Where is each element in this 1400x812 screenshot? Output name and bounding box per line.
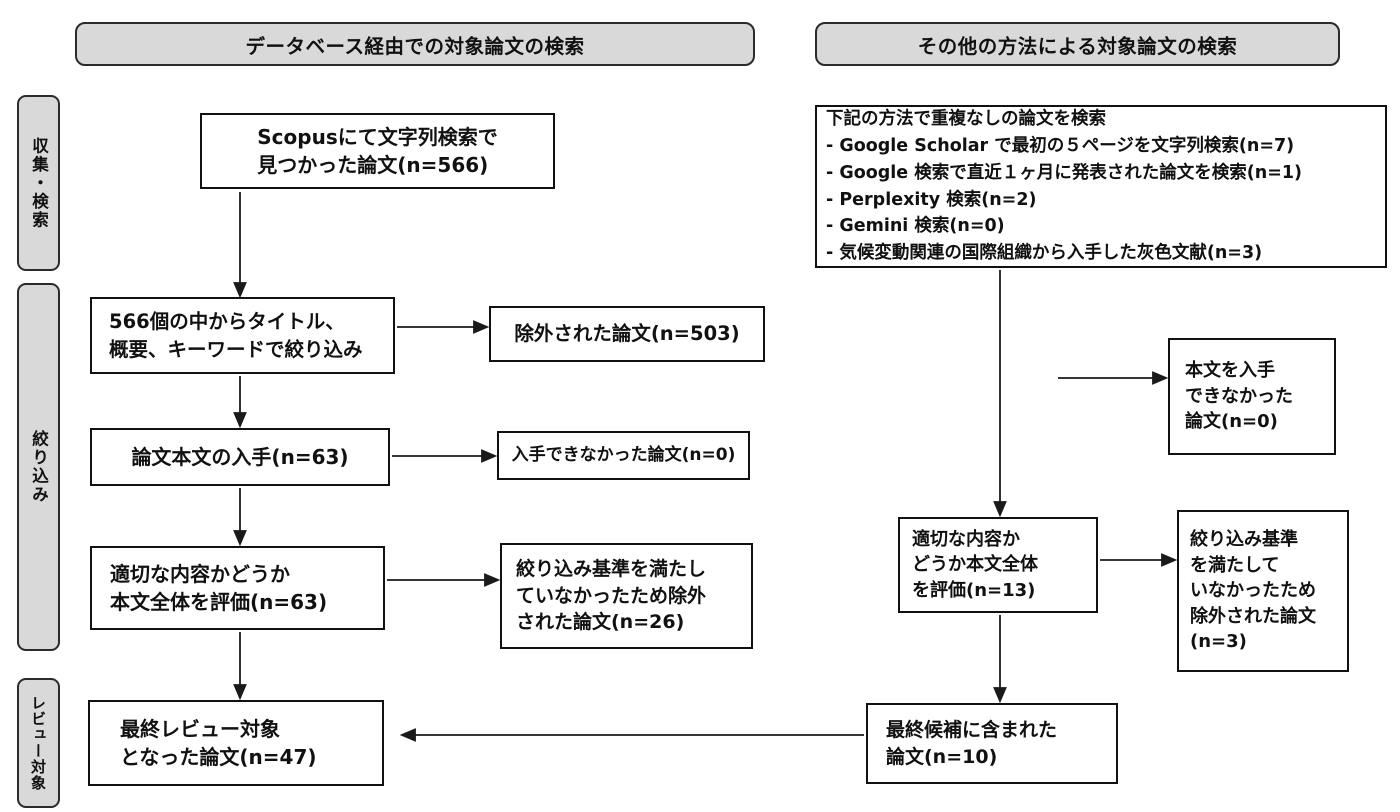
arrow-methods-to-right-assessment xyxy=(993,270,1007,518)
box-excluded-503: 除外された論文(n=503) xyxy=(489,306,765,362)
box-scopus-search: Scopusにて文字列検索で 見つかった論文(n=566) xyxy=(200,113,555,189)
stage-label-review: レビュー対象 xyxy=(17,678,60,808)
box-not-obtained-0: 入手できなかった論文(n=0) xyxy=(497,431,750,480)
box-title-abstract-screening: 566個の中からタイトル、 概要、キーワードで絞り込み xyxy=(90,297,395,374)
arrow-screening-to-fulltext xyxy=(233,376,247,429)
box-right-not-obtained-0: 本文を入手 できなかった 論文(n=0) xyxy=(1168,338,1336,455)
arrow-scopus-to-screening xyxy=(233,192,247,299)
box-right-assessment-13: 適切な内容か どうか本文全体 を評価(n=13) xyxy=(898,517,1098,613)
stage-label-collection: 収集・検索 xyxy=(17,95,60,271)
arrow-branch-to-right-not-obtained xyxy=(1058,371,1169,385)
arrow-screening-to-excluded xyxy=(397,320,490,334)
box-final-candidates-10: 最終候補に含まれた 論文(n=10) xyxy=(866,703,1118,784)
box-final-review-47: 最終レビュー対象 となった論文(n=47) xyxy=(88,700,384,786)
header-database-search: データベース経由での対象論文の検索 xyxy=(75,22,755,66)
box-excluded-criteria-26: 絞り込み基準を満たし ていなかったため除外 された論文(n=26) xyxy=(500,543,753,649)
arrow-right-assessment-to-candidates xyxy=(993,615,1007,704)
arrow-candidates-to-final-review xyxy=(399,728,864,742)
box-right-excluded-criteria-3: 絞り込み基準 を満たして いなかったため 除外された論文 (n=3) xyxy=(1177,510,1349,672)
arrow-fulltext-to-not-obtained xyxy=(392,449,498,463)
stage-label-screening: 絞り込み xyxy=(17,283,60,651)
arrow-right-assessment-to-excluded3 xyxy=(1100,553,1178,567)
header-other-methods: その他の方法による対象論文の検索 xyxy=(815,22,1340,66)
arrow-fulltext-to-assessment xyxy=(233,488,247,547)
box-fulltext-obtained: 論文本文の入手(n=63) xyxy=(90,428,390,486)
arrow-assessment-to-final xyxy=(233,632,247,701)
box-other-methods-list: 下記の方法で重複なしの論文を検索 - Google Scholar で最初の５ペ… xyxy=(815,105,1387,268)
box-fulltext-assessment-63: 適切な内容かどうか 本文全体を評価(n=63) xyxy=(90,546,385,630)
arrow-assessment-to-excluded26 xyxy=(387,573,501,587)
